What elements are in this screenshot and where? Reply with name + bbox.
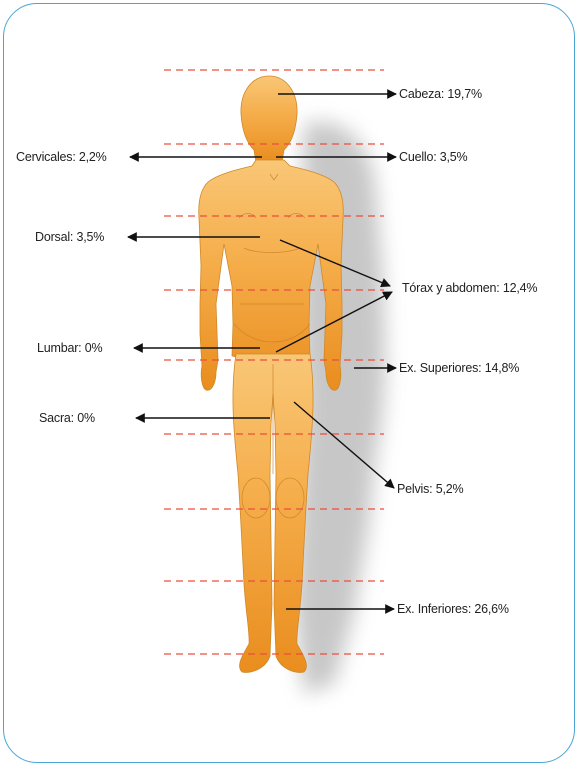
label-lumbar: Lumbar: 0% (37, 341, 102, 355)
label-torax: Tórax y abdomen: 12,4% (402, 281, 537, 295)
figure-card: Cabeza: 19,7% Cervicales: 2,2% Cuello: 3… (3, 3, 575, 763)
label-superiores: Ex. Superiores: 14,8% (399, 361, 519, 375)
label-cabeza: Cabeza: 19,7% (399, 87, 482, 101)
label-sacra: Sacra: 0% (39, 411, 95, 425)
label-pelvis: Pelvis: 5,2% (397, 482, 463, 496)
label-dorsal: Dorsal: 3,5% (35, 230, 104, 244)
label-inferiores: Ex. Inferiores: 26,6% (397, 602, 509, 616)
head (241, 76, 297, 162)
label-cervicales: Cervicales: 2,2% (16, 150, 107, 164)
body-diagram (4, 4, 575, 763)
label-cuello: Cuello: 3,5% (399, 150, 467, 164)
